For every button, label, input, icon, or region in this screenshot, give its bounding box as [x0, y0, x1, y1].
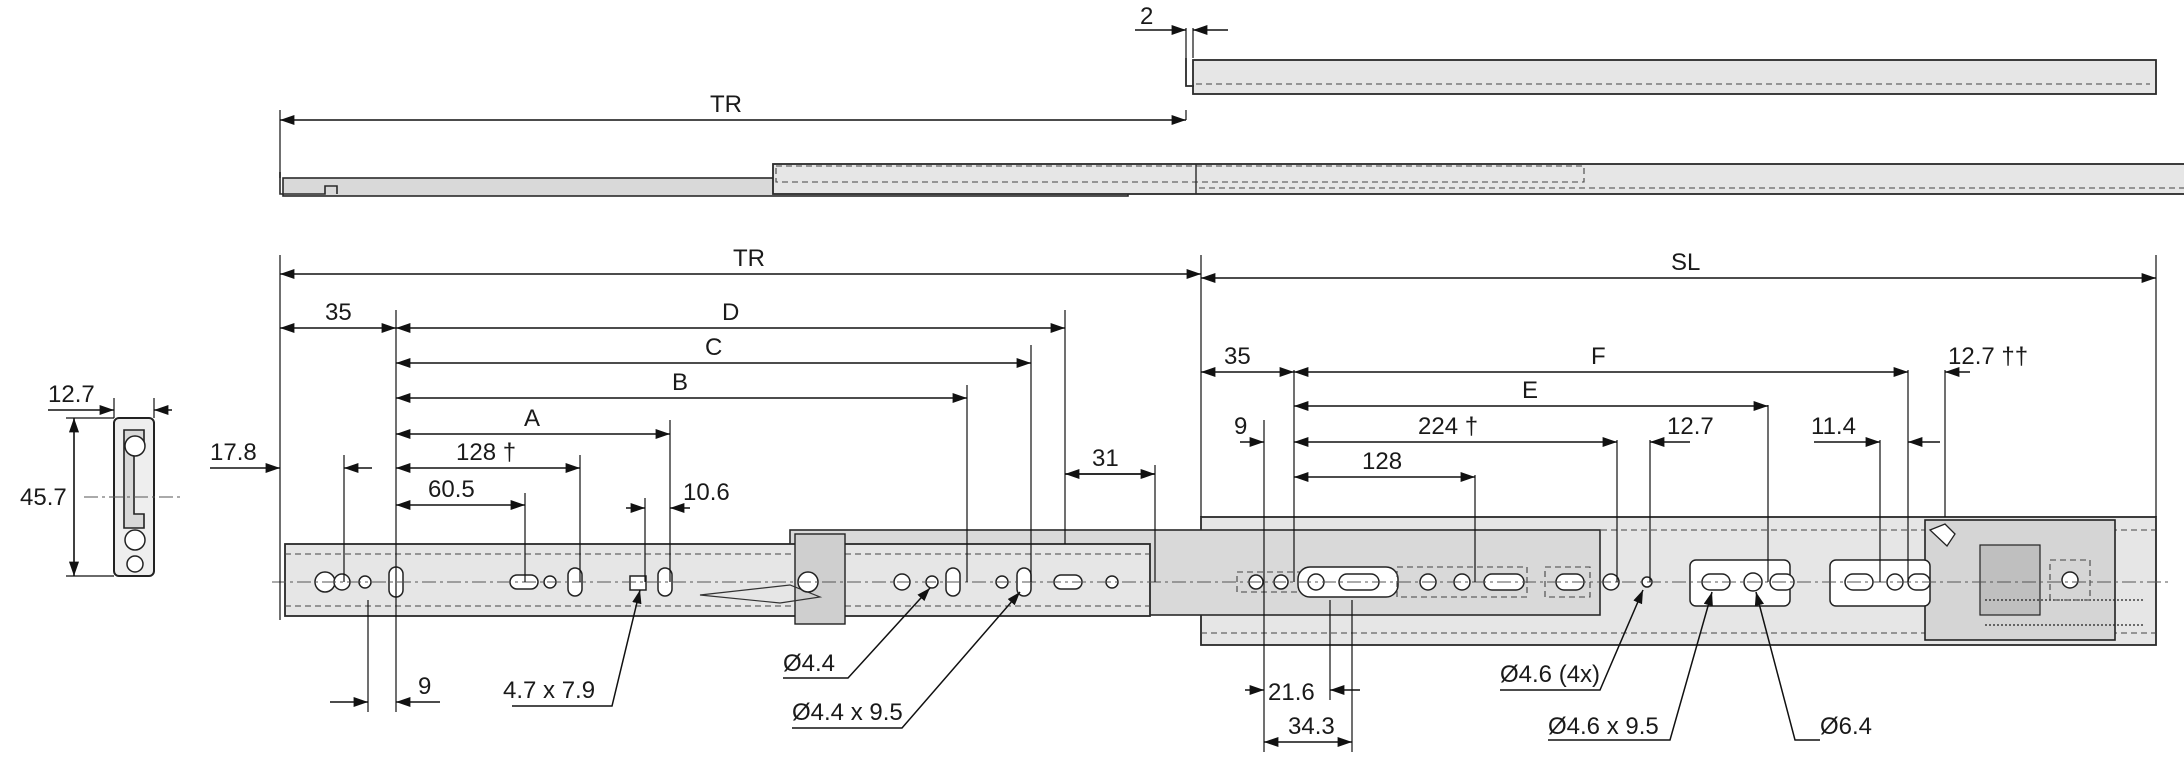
dim-45-7-height: 45.7: [20, 484, 67, 511]
callout-6-4: Ø6.4: [1820, 713, 1872, 740]
dim-9-right: 9: [1234, 413, 1247, 440]
dim-9-left: 9: [418, 673, 431, 700]
dim-tr-main: TR: [733, 245, 765, 272]
dim-12-7-daggers: 12.7 ††: [1948, 343, 2028, 370]
callout-4-6-4x: Ø4.6 (4x): [1500, 661, 1600, 688]
dim-60-5: 60.5: [428, 476, 475, 503]
dim-10-6: 10.6: [683, 479, 730, 506]
leader-4-6x9-5: [1548, 591, 1713, 741]
closed-slide-view: TR SL 35 D C B A 128 † 60.5: [210, 245, 2170, 752]
callout-4-4x9-5: Ø4.4 x 9.5: [792, 699, 903, 726]
extended-intermediate-member: [772, 163, 2184, 195]
dim-31: 31: [1092, 445, 1119, 472]
dim-2-offset: 2: [1140, 3, 1153, 30]
rect-slot-4-7x7-9: [629, 575, 647, 591]
dim-34-3: 34.3: [1288, 713, 1335, 740]
cross-section-view: 12.7 45.7: [20, 381, 182, 577]
dim-35-right: 35: [1224, 343, 1251, 370]
dim-f: F: [1591, 343, 1606, 370]
dim-128-right: 128: [1362, 448, 1402, 475]
dim-12-7-mid: 12.7: [1667, 413, 1714, 440]
leader-6-4: [1754, 591, 1820, 741]
top-ball-bearing: [124, 435, 146, 457]
dim-d: D: [722, 299, 739, 326]
dim-128-dagger-left: 128 †: [456, 439, 516, 466]
dim-b: B: [672, 369, 688, 396]
dim-35-left: 35: [325, 299, 352, 326]
dim-11-4: 11.4: [1811, 413, 1856, 440]
leader-4-6-4x: [1500, 589, 1644, 691]
dim-224-dagger: 224 †: [1418, 413, 1478, 440]
dim-sl: SL: [1671, 249, 1700, 276]
dim-e: E: [1522, 377, 1538, 404]
extended-drawer-member: [1192, 59, 2157, 95]
callout-4-4: Ø4.4: [783, 650, 835, 677]
bottom-ball-bearing: [124, 529, 146, 551]
leader-4-7x7-9: [512, 589, 642, 707]
leader-4-4: [783, 587, 931, 679]
leader-4-4x9-5: [792, 591, 1021, 729]
extended-slide-view: 2 TR: [279, 3, 2184, 197]
dim-c: C: [705, 334, 722, 361]
dim-12-7-width: 12.7: [48, 381, 95, 408]
callout-4-6x9-5: Ø4.6 x 9.5: [1548, 713, 1659, 740]
bottom-ball-bearing-2: [126, 555, 144, 573]
dim-tr-top: TR: [710, 91, 742, 118]
dim-17-8: 17.8: [210, 439, 257, 466]
dim-a: A: [524, 405, 540, 432]
dim-21-6: 21.6: [1268, 679, 1315, 706]
callout-4-7x7-9: 4.7 x 7.9: [503, 677, 595, 704]
